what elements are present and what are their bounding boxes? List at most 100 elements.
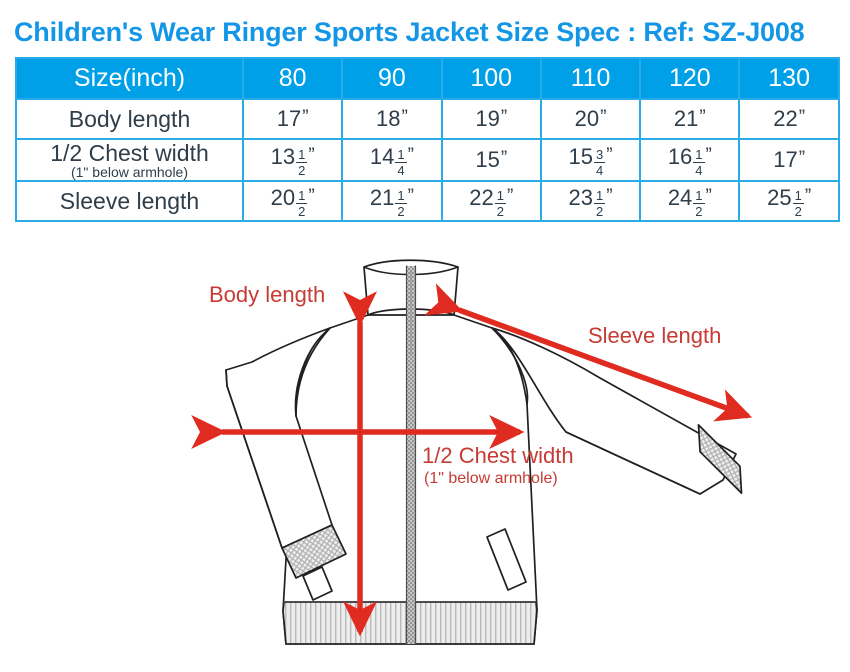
measurement-whole: 21	[369, 184, 395, 210]
measurement-whole: 18	[376, 106, 401, 131]
measurement-whole: 15	[475, 147, 500, 172]
left-sleeve-underseam	[225, 369, 283, 549]
inch-mark: ”	[302, 107, 309, 128]
measurement-cell: 22”	[738, 98, 840, 140]
fraction-denominator: 2	[494, 202, 506, 219]
jacket-diagram: Body length 1/2 Chest width (1" below ar…	[0, 236, 850, 672]
fraction-numerator: 1	[695, 187, 703, 203]
fraction-denominator: 2	[296, 161, 308, 178]
measurement-whole: 13	[270, 143, 296, 169]
measurement-whole: 14	[369, 143, 395, 169]
inch-mark: ”	[600, 107, 607, 128]
body-length-label: Body length	[209, 282, 325, 307]
fraction-numerator: 1	[496, 187, 504, 203]
measurement-whole: 24	[667, 184, 693, 210]
header-cell-size-120: 120	[639, 57, 741, 100]
row-label: 1/2 Chest width	[50, 139, 209, 166]
chest-width-sublabel: (1" below armhole)	[424, 470, 558, 487]
inch-mark: ”	[308, 185, 315, 207]
header-cell-size-130: 130	[738, 57, 840, 100]
inch-mark: ”	[407, 185, 414, 207]
measurement-whole: 17	[773, 147, 798, 172]
measurement-cell: 17”	[738, 138, 840, 182]
sleeve-length-arrow	[424, 283, 753, 422]
inch-mark: ”	[500, 148, 508, 169]
fraction-numerator: 1	[794, 187, 802, 203]
fraction-denominator: 4	[594, 161, 606, 178]
row-label: Body length	[68, 105, 191, 132]
header-cell-size-80: 80	[241, 57, 344, 100]
inch-mark: ”	[804, 185, 812, 207]
fraction-numerator: 1	[298, 187, 306, 203]
inch-mark: ”	[705, 144, 712, 166]
right-sleeve-underseam	[565, 431, 701, 495]
measurement-cell: 20”	[539, 98, 642, 140]
measurement-whole: 15	[568, 143, 593, 169]
page-title-bar: Children's Wear Ringer Sports Jacket Siz…	[14, 14, 838, 50]
size-spec-table: Size(inch) 80 90 100 110 120 130 Body le…	[15, 57, 840, 222]
fraction-numerator: 1	[397, 146, 405, 162]
measurement-cell: 17”	[241, 98, 344, 140]
header-cell-size-100: 100	[440, 57, 542, 100]
right-pocket-welt	[486, 528, 527, 591]
fraction-numerator: 1	[596, 187, 604, 203]
page-title: Children's Wear Ringer Sports Jacket Siz…	[14, 16, 805, 47]
measurement-annotations: Body length 1/2 Chest width (1" below ar…	[191, 282, 753, 637]
row-label-cell: Body length	[15, 98, 244, 140]
fraction-denominator: 4	[693, 161, 705, 178]
inch-mark: ”	[500, 107, 508, 128]
fraction-numerator: 1	[397, 187, 405, 203]
measurement-whole: 22	[773, 106, 798, 131]
measurement-whole: 23	[568, 184, 593, 210]
inch-mark: ”	[606, 185, 613, 207]
left-raglan-seam	[295, 327, 331, 417]
row-label: Sleeve length	[59, 187, 200, 214]
measurement-cell: 18”	[341, 98, 443, 140]
measurement-whole: 16	[667, 143, 693, 169]
fraction-numerator: 1	[695, 146, 703, 162]
fraction-denominator: 4	[395, 161, 407, 178]
inch-mark: ”	[798, 107, 806, 128]
measurement-whole: 25	[767, 184, 792, 210]
left-cuff	[281, 524, 347, 601]
row-label-cell: Sleeve length	[15, 180, 244, 222]
measurement-whole: 21	[673, 106, 699, 131]
measurement-whole: 20	[270, 184, 296, 210]
inch-mark: ”	[606, 144, 613, 166]
sleeve-length-label: Sleeve length	[588, 323, 721, 348]
fraction-numerator: 3	[596, 146, 604, 162]
header-cell-size-110: 110	[539, 57, 642, 100]
chest-width-label: 1/2 Chest width	[422, 443, 574, 468]
center-front-zipper	[405, 265, 417, 645]
measurement-whole: 20	[574, 106, 600, 131]
inch-mark: ”	[798, 148, 806, 169]
inch-mark: ”	[308, 144, 315, 166]
fraction-denominator: 2	[792, 202, 804, 219]
inch-mark: ”	[705, 185, 712, 207]
inch-mark: ”	[401, 107, 408, 128]
row-sublabel: (1" below armhole)	[70, 163, 189, 180]
header-cell-size-label: Size(inch)	[15, 57, 244, 100]
header-cell-size-90: 90	[341, 57, 443, 100]
